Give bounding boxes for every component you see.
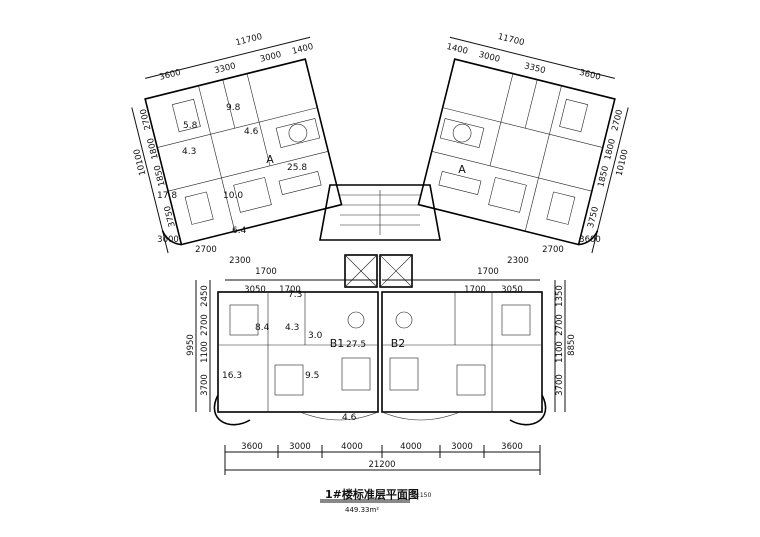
central-core bbox=[319, 184, 441, 288]
area-b-6: 16.3 bbox=[222, 371, 242, 381]
area-a-6: 17.8 bbox=[157, 191, 177, 201]
dim-upper-left-1: 3050 bbox=[244, 285, 266, 295]
dim-upper-right-1: 1700 bbox=[464, 285, 486, 295]
dim-right-side-1: 1350 bbox=[555, 285, 565, 307]
dim-tl-side-1: 2700 bbox=[139, 108, 154, 131]
dim-left-side-3: 1100 bbox=[200, 341, 210, 363]
unit-label-b2: B2 bbox=[391, 337, 406, 350]
unit-b2 bbox=[381, 291, 547, 426]
dim-mid-left-2: 2700 bbox=[195, 245, 217, 255]
dim-tl-top-4: 1400 bbox=[291, 42, 314, 57]
drawing-scale: 1:150 bbox=[414, 492, 431, 499]
dim-bottom-total: 21200 bbox=[368, 460, 395, 470]
dim-left-side-2: 2700 bbox=[200, 314, 210, 336]
floor-area: 449.33m² bbox=[345, 506, 379, 514]
dim-tl-side-2: 1800 bbox=[146, 137, 161, 160]
dim-bottom-2: 3000 bbox=[289, 442, 311, 452]
dim-upper-left-2: 1700 bbox=[279, 285, 301, 295]
area-b-4: 3.0 bbox=[308, 331, 323, 341]
dim-tr-top-3: 3350 bbox=[523, 61, 546, 76]
area-b-3: 4.3 bbox=[285, 323, 299, 333]
drawing-title: 1#楼标准层平面图 bbox=[325, 487, 419, 501]
dim-tl-top-total: 11700 bbox=[235, 32, 264, 48]
dim-mid-right-3: 2700 bbox=[542, 245, 564, 255]
area-b-8: 4.6 bbox=[342, 413, 357, 423]
dim-mid-right-4: 3600 bbox=[579, 235, 601, 245]
area-a-5: 25.8 bbox=[287, 163, 307, 173]
area-b-2: 8.4 bbox=[255, 323, 270, 333]
dim-tr-top-1: 1400 bbox=[445, 42, 468, 57]
unit-label-a-left: A bbox=[266, 153, 274, 166]
area-a-8: 6.4 bbox=[232, 226, 247, 236]
unit-a-left bbox=[131, 36, 343, 254]
area-a-3: 4.6 bbox=[244, 127, 259, 137]
top-right-dims: 11700 1400 3000 3350 3600 2700 1800 1850… bbox=[445, 32, 630, 229]
area-a-2: 5.8 bbox=[183, 121, 198, 131]
area-b-1: 7.3 bbox=[288, 290, 302, 300]
dim-upper-right-2: 3050 bbox=[501, 285, 523, 295]
dim-right-side-2: 2700 bbox=[555, 314, 565, 336]
dim-mid-left-3: 2300 bbox=[229, 256, 251, 266]
unit-a-right bbox=[417, 36, 629, 254]
dim-bottom-5: 3000 bbox=[451, 442, 473, 452]
dim-left-side-total: 9950 bbox=[186, 334, 196, 356]
area-a-4: 4.3 bbox=[182, 147, 196, 157]
area-a-1: 9.8 bbox=[226, 103, 241, 113]
dim-left-side-1: 2450 bbox=[200, 285, 210, 307]
dim-mid-left-1: 3600 bbox=[157, 235, 179, 245]
dim-right-side-4: 3700 bbox=[555, 374, 565, 396]
dimension-lines bbox=[195, 279, 566, 475]
dim-tl-top-1: 3600 bbox=[158, 68, 181, 83]
dim-right-side-total: 8850 bbox=[567, 334, 577, 356]
dim-tr-top-2: 3000 bbox=[477, 50, 500, 65]
unit-label-a-right: A bbox=[458, 163, 466, 176]
dim-bottom-4: 4000 bbox=[400, 442, 422, 452]
dim-bottom-1: 3600 bbox=[241, 442, 263, 452]
area-b-7: 9.5 bbox=[305, 371, 319, 381]
dim-tr-top-total: 11700 bbox=[497, 32, 526, 48]
dim-tl-top-2: 3300 bbox=[213, 61, 236, 76]
dim-mid-right-2: 2300 bbox=[507, 256, 529, 266]
dim-bottom-6: 3600 bbox=[501, 442, 523, 452]
unit-label-b1: B1 bbox=[330, 337, 345, 350]
dim-mid-right-1: 1700 bbox=[477, 267, 499, 277]
area-a-7: 10.0 bbox=[223, 191, 243, 201]
dim-right-side-3: 1100 bbox=[555, 341, 565, 363]
dim-bottom-3: 4000 bbox=[341, 442, 363, 452]
dim-tl-top-3: 3000 bbox=[259, 50, 282, 65]
unit-b1 bbox=[213, 291, 379, 426]
dim-tl-side-4: 3750 bbox=[163, 205, 178, 228]
dim-tl-side-3: 1850 bbox=[153, 164, 168, 187]
dim-mid-left-4: 1700 bbox=[255, 267, 277, 277]
dim-left-side-4: 3700 bbox=[200, 374, 210, 396]
area-b-5: 27.5 bbox=[346, 340, 366, 350]
dim-tr-top-4: 3600 bbox=[578, 68, 601, 83]
dim-tl-side-total: 10100 bbox=[132, 148, 148, 177]
